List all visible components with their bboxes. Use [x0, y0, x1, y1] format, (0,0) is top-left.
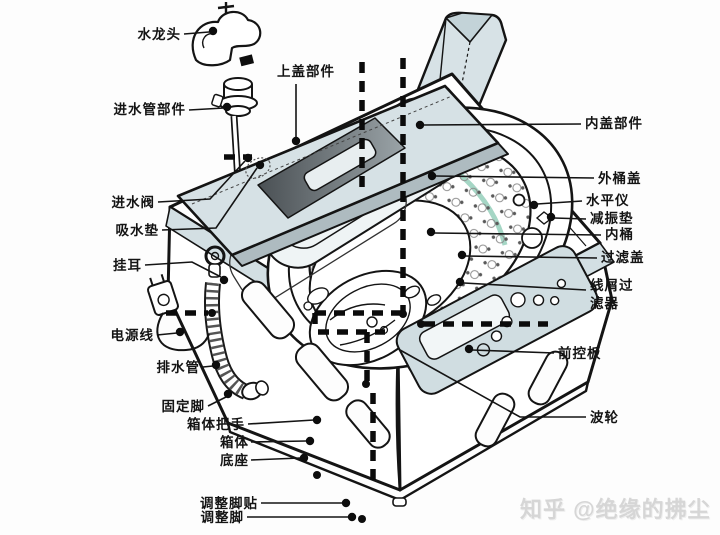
label-drain-hose: 排水管 — [156, 360, 200, 375]
leader-inlet-pipe-assembly — [188, 107, 225, 111]
leader-dot-top-cover-assembly — [291, 136, 301, 146]
cabinet-handles — [240, 280, 569, 449]
leader-dot-base — [299, 453, 309, 463]
label-front-control-panel: 前控板 — [558, 346, 602, 361]
level-gauge-circle — [512, 193, 526, 207]
label-damping-pad: 减振垫 — [590, 211, 634, 226]
reference-dot-2 — [399, 310, 407, 318]
leader-lint-filter — [463, 282, 587, 291]
leader-dot-level-gauge — [529, 200, 539, 210]
absorbent-pad-outline — [245, 157, 271, 179]
label-adjustable-foot: 调整脚 — [200, 510, 244, 525]
leader-pulsator — [399, 349, 586, 418]
leader-front-control-panel — [471, 349, 555, 354]
leader-overlay — [144, 26, 602, 523]
leader-power-cord — [156, 332, 178, 336]
leader-fixed-foot — [207, 396, 227, 407]
label-inlet-valve: 进水阀 — [111, 195, 155, 210]
hanging-ear-graphic — [204, 245, 226, 278]
faucet-graphic — [191, 2, 262, 67]
leader-dot-absorbent-pad — [255, 160, 265, 170]
label-cabinet: 箱体 — [220, 435, 249, 450]
reference-dot-3 — [417, 320, 425, 328]
leader-inlet-valve — [157, 160, 246, 203]
leader-dot-filter-cover — [457, 250, 467, 260]
watermark: 知乎 @绝缘的拂尘 — [520, 497, 711, 522]
leader-dot-fixed-foot — [223, 389, 233, 399]
control-panel-graphic — [395, 245, 599, 395]
label-pulsator: 波轮 — [590, 410, 619, 425]
leader-absorbent-pad — [161, 167, 258, 231]
leader-dot-drain-hose — [211, 360, 221, 370]
leader-dot-inner-tub — [426, 227, 436, 237]
leader-dot-faucet — [208, 26, 218, 36]
reference-dot-4 — [208, 309, 216, 317]
label-power-cord: 电源线 — [110, 328, 154, 343]
label-faucet: 水龙头 — [137, 27, 181, 42]
reference-dot-5 — [358, 515, 366, 523]
label-inlet-pipe-assembly: 进水管部件 — [113, 102, 186, 117]
reference-dot-1 — [362, 380, 370, 388]
leader-dot-inlet-pipe-assembly — [222, 102, 232, 112]
leader-damping-pad — [553, 217, 587, 220]
label-fixed-foot: 固定脚 — [161, 399, 205, 414]
leader-dot-inlet-valve — [243, 153, 253, 163]
label-absorbent-pad: 吸水垫 — [115, 223, 159, 238]
leader-dot-adjustable-foot-pad — [341, 498, 351, 508]
label-outer-tub-cover: 外桶盖 — [598, 171, 642, 186]
leader-hanging-ear — [144, 261, 222, 278]
leader-outer-tub-cover — [434, 175, 595, 179]
leader-base — [250, 457, 301, 461]
leader-drain-hose — [202, 365, 214, 368]
power-cord-graphic — [156, 312, 210, 352]
leader-dot-cabinet-handle — [312, 415, 322, 425]
leader-dot-damping-pad — [546, 212, 556, 222]
label-lint-filter: 线屑过 滤器 — [590, 278, 634, 311]
assembly-dashed-lines — [166, 58, 548, 481]
leader-dot-front-control-panel — [464, 344, 474, 354]
leader-cabinet — [250, 440, 307, 443]
label-base: 底座 — [220, 453, 249, 468]
label-inner-lid-assembly: 内盖部件 — [585, 116, 643, 131]
leader-dot-lint-filter — [455, 277, 465, 287]
label-top-cover-assembly: 上盖部件 — [277, 64, 335, 79]
leader-level-gauge — [536, 200, 583, 205]
label-cabinet-handle: 箱体把手 — [187, 417, 245, 432]
inlet-valve-graphic — [211, 77, 258, 117]
reference-dot-0 — [313, 471, 321, 479]
leader-filter-cover — [464, 255, 598, 259]
label-adjustable-foot-pad: 调整脚贴 — [200, 496, 258, 511]
leader-inner-lid-assembly — [422, 123, 582, 126]
leader-dot-power-cord — [175, 327, 185, 337]
leader-dot-cabinet — [305, 436, 315, 446]
leader-dot-inner-lid-assembly — [415, 120, 425, 130]
drain-hose-graphic — [203, 282, 269, 401]
leader-inner-tub — [433, 232, 602, 236]
leader-faucet — [183, 31, 210, 35]
base-graphic — [226, 381, 590, 507]
leader-dot-hanging-ear — [219, 275, 229, 285]
label-inner-tub: 内桶 — [605, 227, 634, 242]
leader-dot-outer-tub-cover — [427, 171, 437, 181]
label-level-gauge: 水平仪 — [586, 193, 630, 208]
leader-dot-adjustable-foot — [347, 512, 357, 522]
label-hanging-ear: 挂耳 — [113, 258, 142, 273]
leader-cabinet-handle — [247, 419, 315, 425]
label-filter-cover: 过滤盖 — [601, 250, 645, 265]
